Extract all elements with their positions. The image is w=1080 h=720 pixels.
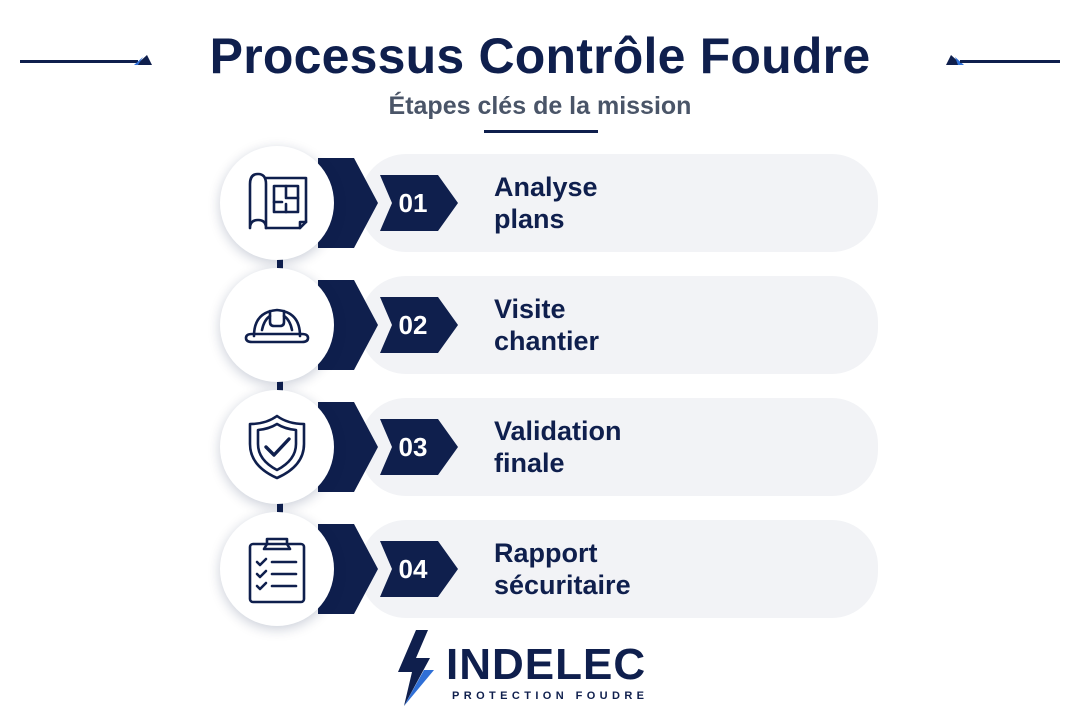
decorative-line-left: [20, 60, 138, 63]
step-number-badge: [380, 541, 458, 597]
brand-logo: INDELEC PROTECTION FOUDRE: [394, 628, 694, 708]
step-label-line2: sécuritaire: [494, 570, 631, 600]
step-icon-circle: [220, 512, 334, 626]
step-chevron-band: [318, 402, 378, 492]
step-label-line2: finale: [494, 448, 565, 478]
step-chevron-band: [318, 524, 378, 614]
step-label: Analyse plans: [494, 171, 854, 235]
step-label-line2: chantier: [494, 326, 600, 356]
step-icon-circle: [220, 268, 334, 382]
decorative-triangle-left: [134, 55, 152, 65]
process-step: 01 Analyse plans: [0, 143, 1080, 263]
process-step: 04 Rapport sécuritaire: [0, 509, 1080, 629]
blueprint-icon: [248, 172, 308, 230]
step-label: Rapport sécuritaire: [494, 537, 854, 601]
step-chevron-band: [318, 158, 378, 248]
step-label-line1: Validation: [494, 416, 622, 446]
process-step: 03 Validation finale: [0, 387, 1080, 507]
step-label: Visite chantier: [494, 293, 854, 357]
step-number: 01: [398, 188, 428, 218]
hard-hat-icon: [244, 308, 310, 344]
step-icon-circle: [220, 390, 334, 504]
brand-name: INDELEC: [446, 640, 647, 689]
process-step: 02 Visite chantier: [0, 265, 1080, 385]
step-icon-circle: [220, 146, 334, 260]
step-label: Validation finale: [494, 415, 854, 479]
page-title: Processus Contrôle Foudre: [209, 28, 871, 84]
step-number-badge: [380, 419, 458, 475]
step-number-badge: [380, 175, 458, 231]
step-number: 04: [398, 554, 428, 584]
lightning-bolt-icon: [398, 630, 434, 706]
step-label-line1: Rapport: [494, 538, 598, 568]
step-connector-line: [277, 240, 283, 530]
step-number: 03: [398, 432, 428, 462]
subtitle-underline: [484, 130, 598, 133]
brand-tagline: PROTECTION FOUDRE: [452, 690, 649, 702]
shield-check-icon: [248, 414, 306, 480]
clipboard-checklist-icon: [248, 537, 306, 604]
decorative-line-right: [960, 60, 1060, 63]
step-chevron-band: [318, 280, 378, 370]
page-subtitle: Étapes clés de la mission: [388, 92, 692, 120]
step-label-line1: Analyse: [494, 172, 598, 202]
decorative-triangle-right: [946, 55, 964, 65]
step-label-line1: Visite: [494, 294, 566, 324]
step-number-badge: [380, 297, 458, 353]
step-label-line2: plans: [494, 204, 565, 234]
step-number: 02: [398, 310, 428, 340]
